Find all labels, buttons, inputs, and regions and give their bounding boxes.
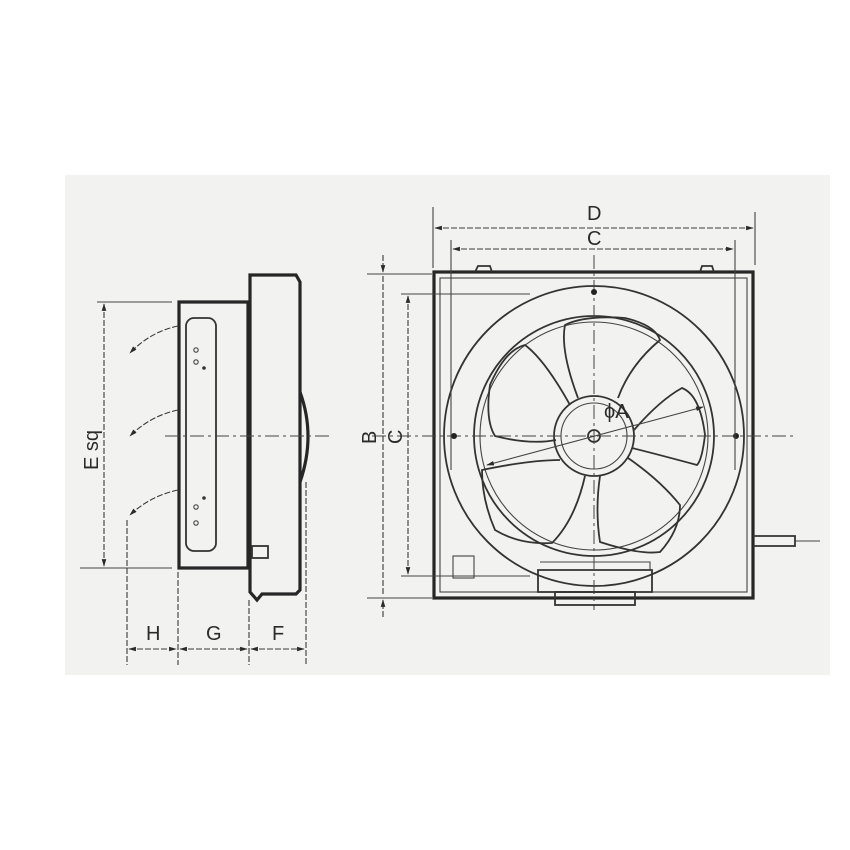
- side-view: E sq H G F: [80, 273, 330, 665]
- label-c-top: C: [587, 228, 601, 250]
- label-e-sq: E sq: [81, 430, 103, 470]
- label-phi-a: ϕA: [604, 401, 629, 423]
- label-h: H: [146, 623, 160, 645]
- label-c-side: C: [385, 430, 407, 444]
- label-b: B: [359, 431, 381, 444]
- side-slot: [185, 317, 217, 552]
- label-f: F: [272, 623, 284, 645]
- fan-blades: [481, 316, 706, 554]
- label-g: G: [206, 623, 222, 645]
- side-protrusion: [753, 535, 796, 547]
- front-view: ϕA D C B C: [359, 203, 820, 617]
- front-frame: [248, 273, 302, 603]
- rear-casing: [177, 300, 250, 570]
- label-d: D: [587, 203, 601, 225]
- bottom-bracket: [537, 569, 653, 593]
